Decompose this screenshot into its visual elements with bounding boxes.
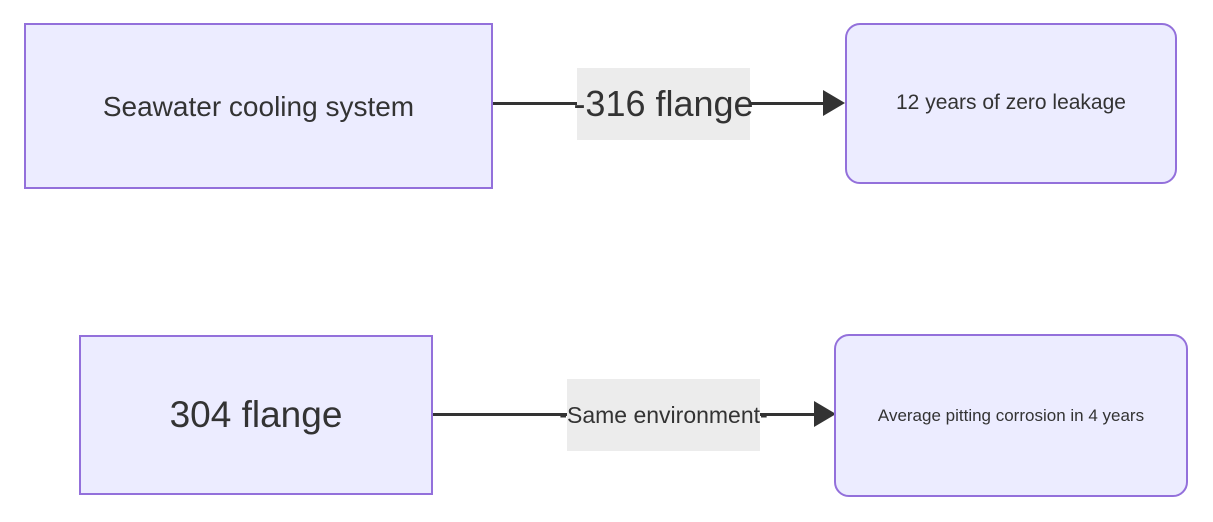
edge-label-same-environment: -Same environment- <box>559 379 768 451</box>
node-seawater-cooling-system: Seawater cooling system <box>24 23 493 189</box>
node-label: 304 flange <box>169 393 343 435</box>
node-average-pitting-corrosion: Average pitting corrosion in 4 years <box>834 334 1188 497</box>
arrow-head-icon <box>823 90 845 116</box>
node-label: 12 years of zero leakage <box>896 91 1126 115</box>
edge-label-316-flange: -316 flange <box>573 68 754 140</box>
edge-label-text: -316 flange <box>573 83 754 124</box>
node-304-flange: 304 flange <box>79 335 433 495</box>
edge-label-text: -Same environment- <box>559 401 768 428</box>
node-label: Seawater cooling system <box>102 90 415 122</box>
node-label: Average pitting corrosion in 4 years <box>877 405 1145 425</box>
node-12-years-of-zero-leakage: 12 years of zero leakage <box>845 23 1177 184</box>
arrow-head-icon <box>814 401 836 427</box>
